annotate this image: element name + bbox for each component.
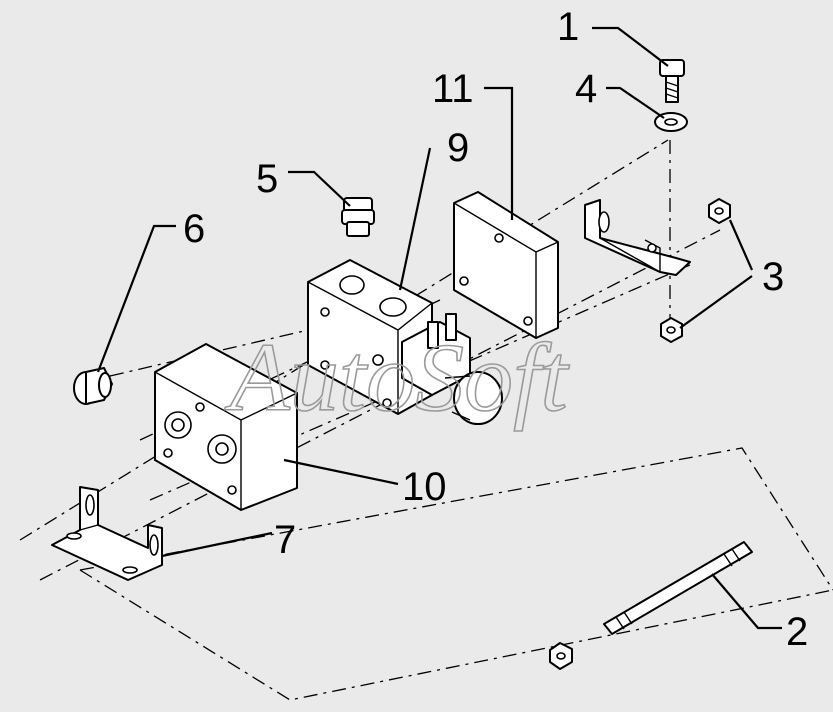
watermark-text: AutoSoft (224, 324, 570, 432)
part-11-cover-plate (453, 191, 559, 339)
part-6-plug (73, 367, 113, 405)
part-10-block (154, 343, 298, 511)
part-2-stud (549, 541, 753, 670)
leader-lines (96, 26, 782, 630)
part-1-bolt (659, 59, 685, 103)
callout-7: 7 (274, 518, 296, 562)
part-7-bracket-front (51, 486, 163, 581)
part-bracket-rear (584, 199, 691, 276)
callout-11: 11 (432, 67, 474, 111)
part-5-fitting (341, 197, 375, 237)
callout-3: 3 (762, 255, 784, 299)
callout-labels: 1 2 3 4 5 6 7 9 10 11 (183, 5, 808, 654)
part-9-valve-body (307, 259, 503, 425)
callout-4: 4 (575, 67, 597, 111)
part-3-nuts (660, 198, 731, 343)
callout-10: 10 (402, 465, 447, 509)
callout-1: 1 (557, 5, 579, 49)
callout-9: 9 (447, 126, 469, 170)
callout-2: 2 (786, 610, 808, 654)
callout-5: 5 (256, 157, 278, 201)
callout-6: 6 (183, 207, 205, 251)
